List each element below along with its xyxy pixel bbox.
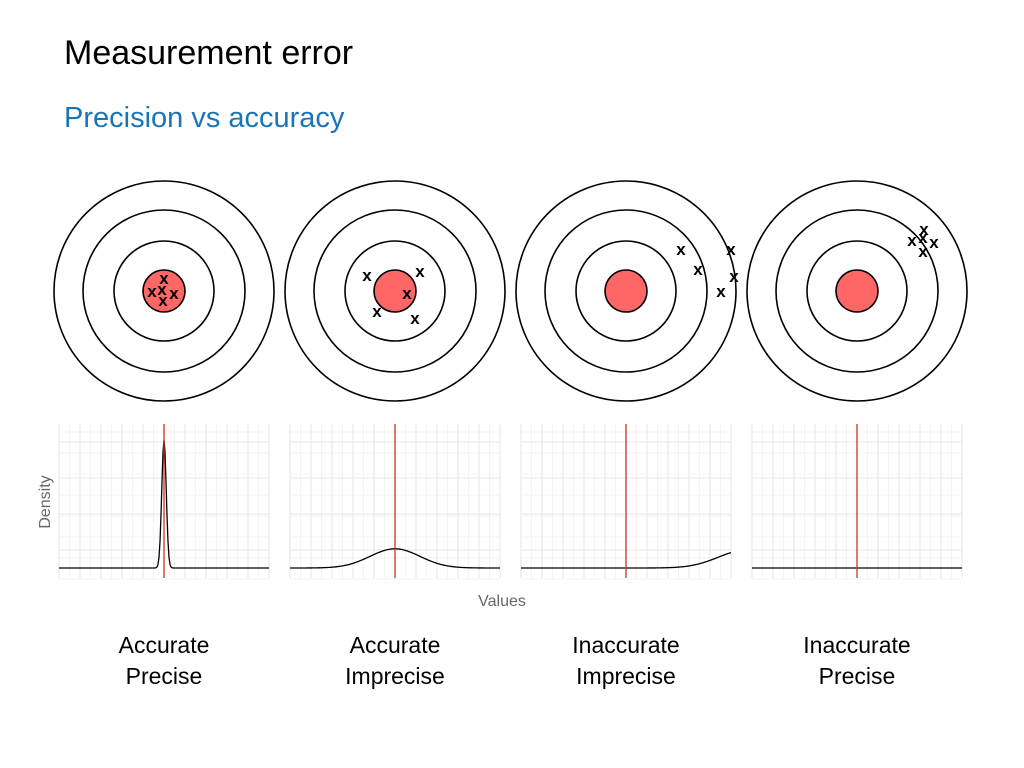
caption-line-1: Inaccurate [803,632,911,658]
bullseye [835,269,879,313]
target-ring-3 [575,240,677,342]
target-ring-2 [544,209,708,373]
shot-mark: x [693,260,703,279]
shot-mark: x [907,231,917,250]
shot-mark: x [918,242,928,261]
target-ring-2 [313,209,477,373]
shot-mark: x [372,302,382,321]
target-ring-1 [53,180,275,402]
bullseye [142,269,186,313]
target-ring-2 [82,209,246,373]
density-plot-accurate-imprecise [289,424,501,580]
shot-mark: x [919,220,929,239]
caption-line-2: Imprecise [576,663,676,689]
target-ring-2 [775,209,939,373]
density-plot-inaccurate-imprecise [520,424,732,580]
caption-line-2: Precise [818,663,896,689]
caption-inaccurate-precise: Inaccurate Precise [757,630,957,692]
shot-mark: x [726,240,736,259]
density-plot-row [58,424,963,580]
caption-line-1: Accurate [349,632,441,658]
shot-mark: x [158,291,168,310]
target-ring-3 [113,240,215,342]
y-axis-label: Density [37,475,54,528]
x-axis-label: Values [478,593,526,610]
shot-mark: x [729,267,739,286]
target-ring-3 [344,240,446,342]
bullseye [604,269,648,313]
shot-mark: x [415,262,425,281]
slide-title: Measurement error [64,34,354,72]
shot-mark: x [410,309,420,328]
shot-mark: x [159,269,169,288]
caption-line-2: Precise [125,663,203,689]
density-plot-inaccurate-precise [751,424,963,580]
shot-mark: x [147,282,157,301]
bullseye [373,269,417,313]
shot-mark: x [716,282,726,301]
target-ring-1 [515,180,737,402]
caption-line-1: Inaccurate [572,632,680,658]
target-ring-1 [284,180,506,402]
density-plot-accurate-precise [58,424,270,580]
caption-accurate-imprecise: Accurate Imprecise [295,630,495,692]
shot-mark: x [402,284,412,303]
shot-mark: x [918,228,928,247]
target-ring-1 [746,180,968,402]
shot-mark: x [157,280,167,299]
caption-accurate-precise: Accurate Precise [64,630,264,692]
slide-subtitle: Precision vs accuracy [64,102,345,134]
caption-line-2: Imprecise [345,663,445,689]
target-ring-3 [806,240,908,342]
caption-line-1: Accurate [118,632,210,658]
shot-mark: x [169,284,179,303]
shot-mark: x [676,240,686,259]
caption-inaccurate-imprecise: Inaccurate Imprecise [526,630,726,692]
shot-mark: x [929,233,939,252]
shot-mark: x [362,266,372,285]
